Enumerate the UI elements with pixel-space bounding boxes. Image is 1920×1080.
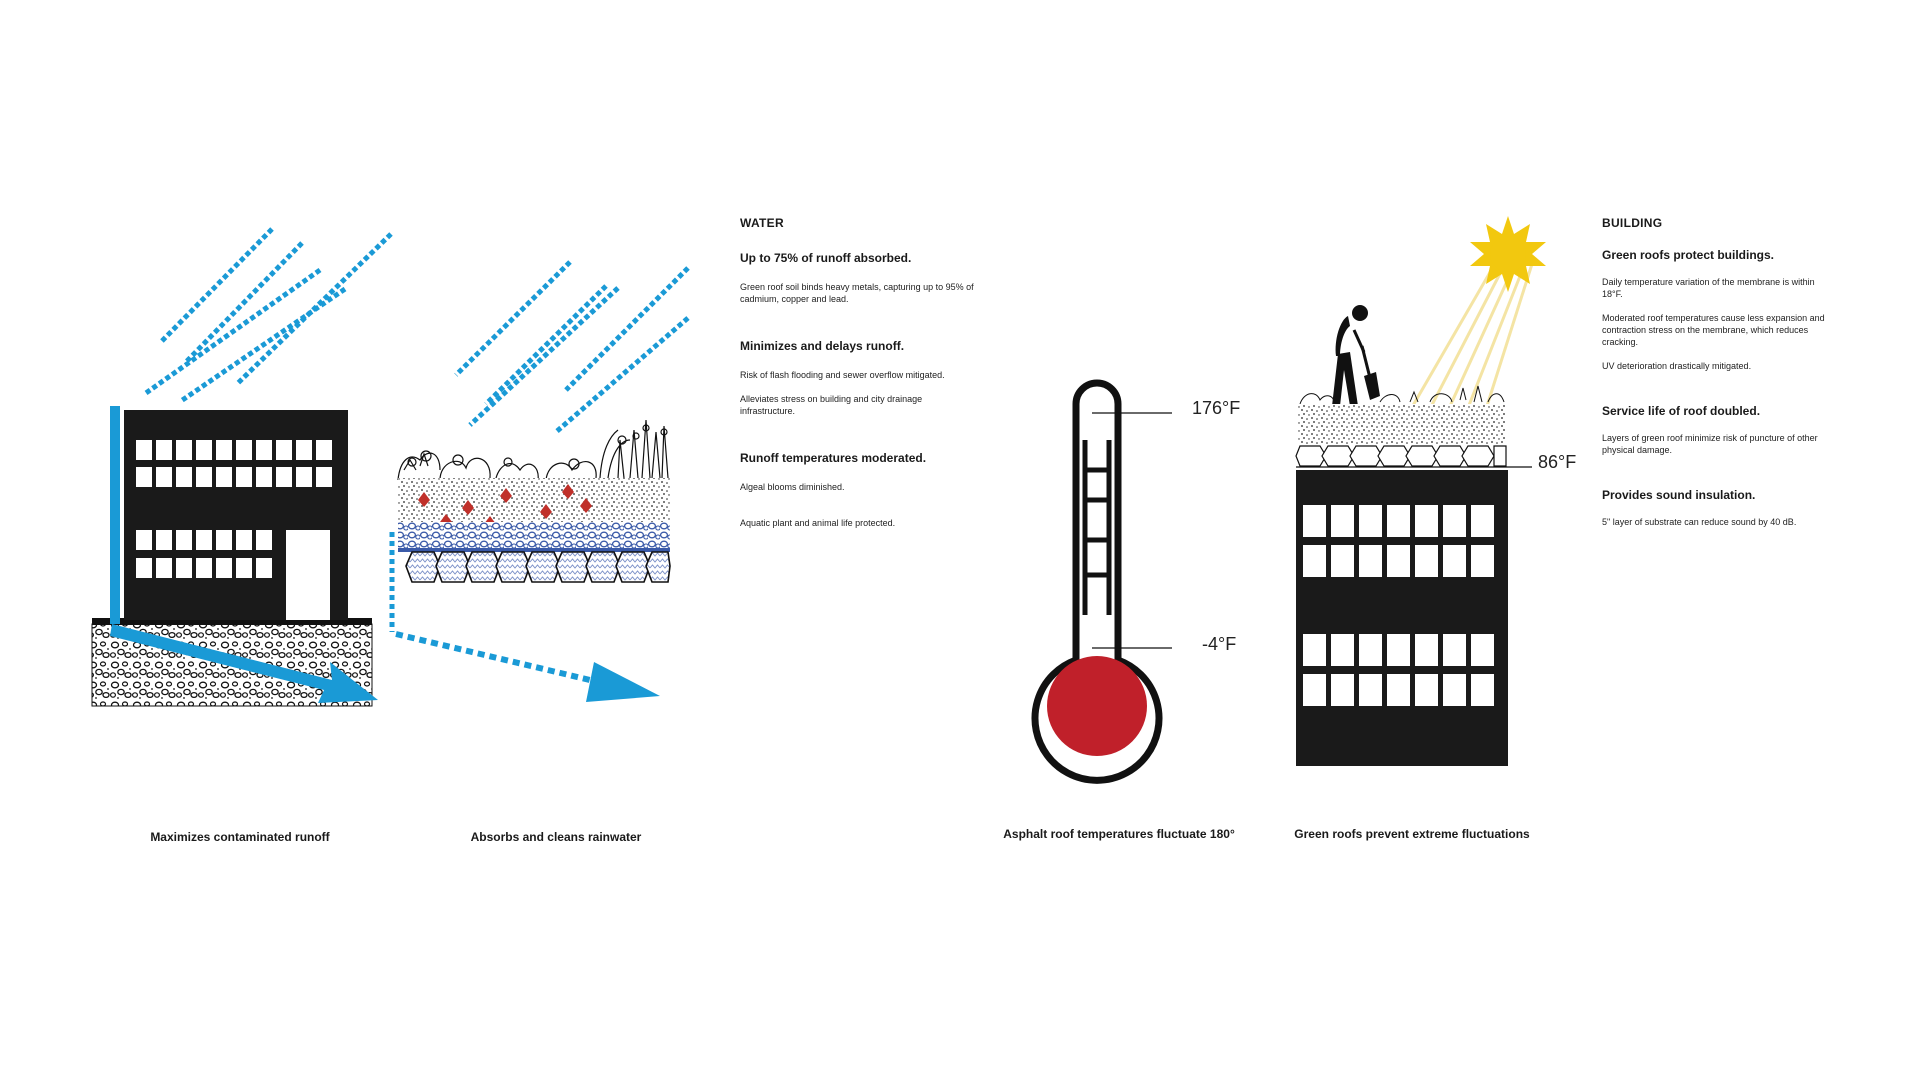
high-temp-label: 176°F [1192,398,1241,418]
building-heading: BUILDING [1602,216,1663,230]
building-column: BUILDING Green roofs protect buildings. … [1602,216,1837,528]
drainage-cells [405,551,671,583]
filter-membrane [398,548,670,552]
green-roof-section-illustration [389,260,690,702]
water-item-1-text-1: Green roof soil binds heavy metals, capt… [740,282,974,304]
seep-arrow-line [395,631,591,683]
ground-line [92,618,372,625]
building-item-1-title: Green roofs protect buildings. [1602,248,1775,262]
caption-green: Green roofs prevent extreme fluctuations [1294,827,1530,841]
building-item-3-title: Provides sound insulation. [1602,488,1756,502]
building-item-2-title: Service life of roof doubled. [1602,404,1761,418]
seep-arrow-head [586,662,660,702]
water-item-3-title: Runoff temperatures moderated. [740,451,927,465]
rain-streaks [144,227,393,404]
gardener-icon [1332,305,1380,406]
runoff-arrow [110,624,378,703]
low-temp-label: -4°F [1202,634,1237,654]
water-item-2-text-2: Alleviates stress on building and city d… [740,394,923,416]
roof-soil [1298,404,1506,444]
water-item-3-text-1: Algeal blooms diminished. [740,482,845,492]
water-item-2-text-1: Risk of flash flooding and sewer overflo… [740,370,945,380]
building-item-1-text-2: Moderated roof temperatures cause less e… [1602,313,1825,347]
drainage-pebble-layer [398,522,670,548]
plants [397,419,669,481]
roof-drainage [1295,445,1507,467]
water-item-3-text-2: Aquatic plant and animal life protected. [740,518,896,528]
sun-rays [1398,254,1534,429]
building-item-2-text-1: Layers of green roof minimize risk of pu… [1602,433,1818,455]
water-heading: WATER [740,216,784,230]
building-item-1-text-1: Daily temperature variation of the membr… [1602,277,1815,299]
caption-runoff: Maximizes contaminated runoff [150,830,330,844]
thermometer-illustration [1031,379,1172,784]
water-column: WATER Up to 75% of runoff absorbed. Gree… [740,216,975,529]
thermometer-scale [1082,440,1112,615]
building-windows [136,440,332,620]
green-roof-building-illustration [1295,216,1546,766]
green-temp-label: 86°F [1538,452,1577,472]
roof-plants [1299,385,1505,407]
soil-layer [398,478,670,522]
downspout [110,406,120,624]
tower-windows [1303,505,1494,706]
runoff-illustration [91,227,393,707]
building-item-1-text-3: UV deterioration drastically mitigated. [1602,361,1752,371]
water-item-1-title: Up to 75% of runoff absorbed. [740,251,912,265]
rain-streaks-2 [454,260,690,434]
caption-absorb: Absorbs and cleans rainwater [470,830,642,844]
caption-asphalt: Asphalt roof temperatures fluctuate 180° [1003,827,1235,841]
thermometer-bulb [1047,656,1147,756]
building-item-3-text-1: 5" layer of substrate can reduce sound b… [1602,517,1797,527]
water-item-2-title: Minimizes and delays runoff. [740,339,905,353]
